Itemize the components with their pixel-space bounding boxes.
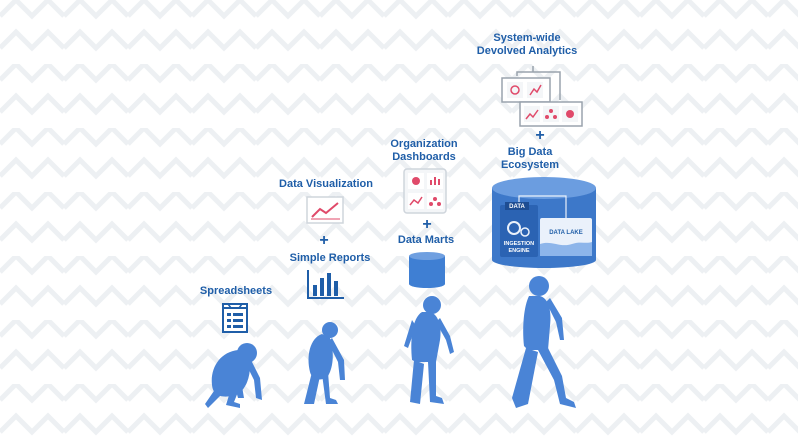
label-spreadsheets: Spreadsheets [199,285,273,297]
label-big-data: Big Data [507,146,553,158]
label-devolved-analytics: Devolved Analytics [476,45,578,57]
label-ecosystem: Ecosystem [500,159,560,171]
label-data-visualization: Data Visualization [279,178,373,190]
label-system-wide: System-wide [493,32,561,44]
label-organization: Organization [390,138,458,150]
label-dashboards: Dashboards [392,151,456,163]
plus-sign: + [319,232,329,249]
plus-sign: + [422,216,432,233]
label-simple-reports: Simple Reports [289,252,371,264]
plus-sign: + [535,127,545,144]
label-data-marts: Data Marts [397,234,455,246]
